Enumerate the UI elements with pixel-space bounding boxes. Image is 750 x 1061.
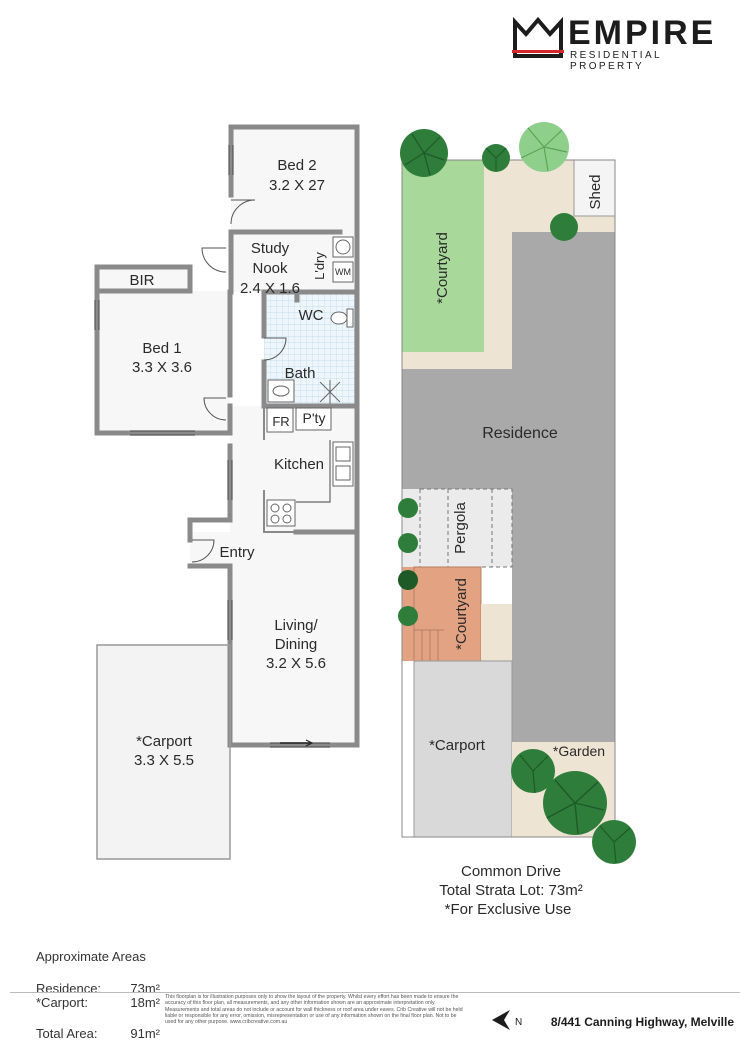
- tree-icon: [398, 606, 418, 626]
- living-room: [230, 532, 356, 745]
- brand-name: EMPIRE: [568, 14, 717, 52]
- residence-label: Residence: [482, 425, 558, 442]
- bed1-label: Bed 1: [142, 340, 181, 357]
- tree-icon: [482, 144, 510, 172]
- common-drive-label: Common Drive: [461, 863, 561, 880]
- living-label: Living/: [274, 617, 318, 634]
- entry-label: Entry: [219, 544, 255, 561]
- tree-icon: [550, 213, 578, 241]
- pty-label: P'ty: [303, 410, 326, 426]
- residence-block: [402, 232, 615, 742]
- bed1-room: [97, 291, 230, 433]
- area-label: Residence:: [36, 981, 102, 996]
- site-plan: Shed *Courtyard Residence Pergola *Court…: [398, 122, 636, 918]
- bed1-dims: 3.3 X 3.6: [132, 359, 192, 376]
- fr-label: FR: [272, 414, 289, 429]
- tree-icon: [543, 771, 607, 835]
- bed2-label: Bed 2: [277, 157, 316, 174]
- garden-label: *Garden: [553, 743, 605, 759]
- carport-outline: [96, 644, 231, 860]
- area-value: 73m²: [130, 981, 160, 996]
- brand-tagline: RESIDENTIAL PROPERTY: [570, 50, 662, 72]
- floor-plan: Bed 2 3.2 X 27 Study Nook 2.4 X 1.6 BIR …: [94, 124, 360, 860]
- tree-icon: [398, 533, 418, 553]
- nook-label: Nook: [252, 260, 288, 277]
- exclusive-use-label: *For Exclusive Use: [445, 901, 572, 918]
- carport-floor: [97, 645, 230, 859]
- tree-icon: [519, 122, 569, 172]
- trees: [398, 122, 636, 864]
- study-dims: 2.4 X 1.6: [240, 280, 300, 297]
- brand-logo: EMPIRE RESIDENTIAL PROPERTY: [512, 14, 732, 72]
- courtyard-top-label: *Courtyard: [434, 232, 451, 304]
- property-address: 8/441 Canning Highway, Melville: [550, 1015, 734, 1029]
- area-label: *Carport:: [36, 995, 89, 1010]
- wc-label: WC: [299, 307, 324, 324]
- bed2-room: [231, 127, 357, 232]
- door-swings: [191, 199, 287, 563]
- site-carport: [413, 660, 513, 838]
- ldry-label: L'dry: [312, 252, 327, 280]
- walls: [94, 124, 360, 748]
- area-label: Total Area:: [36, 1026, 98, 1041]
- shed-label: Shed: [587, 174, 604, 209]
- site-carport-label: *Carport: [429, 737, 486, 754]
- bed2-dims: 3.2 X 27: [269, 177, 325, 194]
- total-strata-label: Total Strata Lot: 73m²: [439, 882, 582, 899]
- fixtures: [266, 236, 354, 527]
- bath-label: Bath: [285, 365, 316, 382]
- paving-side: [484, 232, 512, 369]
- tree-icon: [400, 129, 448, 177]
- kitchen-label: Kitchen: [274, 456, 324, 473]
- north-arrow: N: [490, 1006, 524, 1034]
- footer-divider: [10, 992, 740, 993]
- tree-icon: [398, 498, 418, 518]
- dining-label: Dining: [275, 636, 318, 653]
- wm-label: WM: [335, 267, 351, 277]
- tree-icon: [398, 570, 418, 590]
- area-value: 91m²: [130, 1026, 160, 1041]
- brand-accent-bar: [512, 50, 564, 53]
- bir-label: BIR: [129, 272, 154, 289]
- tree-icon: [511, 749, 555, 794]
- steps: [414, 629, 444, 661]
- bir-room: [97, 267, 191, 291]
- area-row-total: Total Area: 91m²: [36, 1026, 160, 1041]
- areas-title: Approximate Areas: [36, 949, 146, 964]
- courtyard-bottom-label: *Courtyard: [453, 578, 470, 650]
- carport-label: *Carport: [136, 733, 193, 750]
- tree-icon: [592, 820, 636, 864]
- carport-dims: 3.3 X 5.5: [134, 752, 194, 769]
- entry-room: [190, 532, 230, 566]
- courtyard-top: [402, 160, 484, 352]
- living-dims: 3.2 X 5.6: [266, 655, 326, 672]
- shed: [573, 159, 616, 217]
- study-label: Study: [251, 240, 290, 257]
- north-arrow-icon: N: [492, 1010, 522, 1030]
- area-value: 18m²: [130, 995, 160, 1010]
- disclaimer-text: This floorplan is for illustration purpo…: [165, 994, 463, 1026]
- north-label: N: [515, 1017, 522, 1028]
- area-row-carport: *Carport: 18m²: [36, 995, 160, 1010]
- area-row-residence: Residence: 73m²: [36, 981, 160, 996]
- pergola-label: Pergola: [452, 501, 469, 553]
